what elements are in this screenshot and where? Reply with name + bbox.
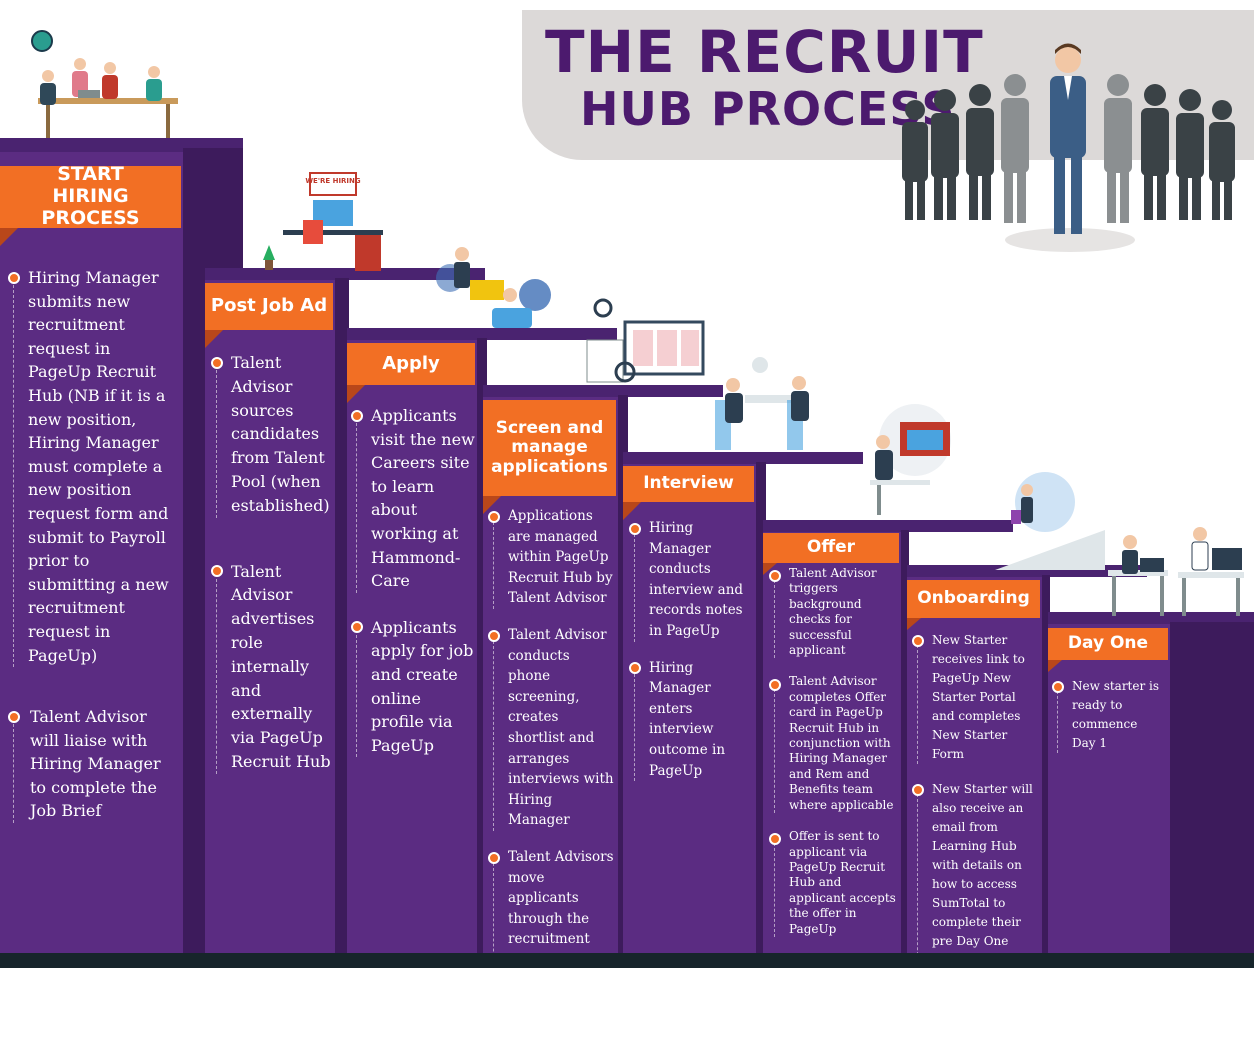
list-dayone: New starter is ready to commence Day 1 [1052, 677, 1164, 775]
list-start: Hiring Manager submits new recruitment r… [8, 266, 178, 845]
step-column-offer [763, 532, 901, 953]
banner-apply: Apply [347, 343, 475, 385]
step-column-apply [347, 340, 477, 953]
banner-tail-onboarding [907, 618, 921, 630]
list-item: Applicants apply for job and create onli… [351, 616, 475, 758]
step-top-apply [347, 328, 617, 340]
list-item: Applicants visit the new Careers site to… [351, 404, 475, 593]
banner-post: Post Job Ad [205, 283, 333, 330]
step-column-onboarding [907, 577, 1042, 953]
page-title-line-1: THE RECRUIT [545, 18, 984, 86]
list-item: Talent Advisor will liaise with Hiring M… [8, 705, 178, 824]
step-column-interview [623, 464, 756, 953]
step-column-post [205, 280, 335, 953]
step-side-dayone [1170, 622, 1254, 953]
list-post: Talent Advisor sources candidates from T… [211, 351, 333, 796]
list-offer: Talent Advisor triggers background check… [769, 566, 901, 959]
list-onboarding: New Starter receives link to PageUp New … [912, 631, 1042, 992]
banner-tail-dayone [1048, 660, 1062, 672]
banner-tail-interview [623, 502, 641, 520]
list-item: Talent Advisor triggers background check… [769, 566, 901, 659]
banner-tail-start [0, 228, 18, 246]
list-item: Talent Advisor completes Offer card in P… [769, 674, 901, 813]
day-one-office-illustration [1108, 527, 1244, 616]
list-item: Hiring Manager enters interview outcome … [629, 658, 755, 782]
list-item: Talent Advisors move applicants through … [488, 847, 616, 1033]
banner-tail-post [205, 330, 223, 348]
meeting-illustration [31, 30, 178, 139]
step-top-offer [763, 520, 1013, 532]
list-item: Offer is sent to applicant via PageUp Re… [769, 829, 901, 937]
step-column-start [0, 152, 183, 953]
hiring-desk-illustration: WE'RE HIRING [263, 172, 383, 271]
list-item: Talent Advisor advertises role internall… [211, 560, 333, 774]
list-item: New starter is ready to commence Day 1 [1052, 677, 1164, 754]
step-side-post [335, 278, 349, 953]
banner-dayone: Day One [1048, 628, 1168, 660]
were-hiring-sign: WE'RE HIRING [305, 177, 361, 185]
step-top-dayone [1048, 612, 1254, 624]
list-item: Talent Advisor sources candidates from T… [211, 351, 333, 518]
step-side-onboarding [1042, 575, 1050, 953]
banner-screen: Screen and manage applications [483, 400, 616, 496]
step-side-offer [901, 530, 909, 953]
step-column-dayone [1048, 624, 1170, 953]
list-item: New Starter will also receive an email f… [912, 780, 1042, 971]
banner-offer: Offer [763, 533, 899, 563]
step-top-post [205, 268, 485, 280]
banner-tail-screen [483, 496, 501, 514]
step-top-interview [623, 452, 863, 464]
onboarding-illustration [995, 472, 1105, 570]
apply-illustration [436, 247, 551, 328]
page-title-line-2: HUB PROCESS [580, 82, 956, 136]
offer-illustration [870, 404, 951, 515]
banner-interview: Interview [623, 466, 754, 502]
list-screen: Applications are managed within PageUp R… [488, 506, 616, 1054]
list-item: New Starter receives link to PageUp New … [912, 631, 1042, 765]
bottom-bar [0, 953, 1254, 968]
list-item: Applications are managed within PageUp R… [488, 506, 616, 609]
banner-start: START HIRING PROCESS [0, 163, 181, 229]
interview-illustration [715, 357, 809, 450]
step-side-apply [477, 338, 487, 953]
banner-onboarding: Onboarding [907, 580, 1040, 618]
step-top-start [0, 138, 243, 152]
list-apply: Applicants visit the new Careers site to… [351, 404, 475, 779]
list-item: Talent Advisor conducts phone screening,… [488, 625, 616, 831]
list-item: Hiring Manager submits new recruitment r… [8, 266, 178, 668]
step-side-interview [756, 462, 766, 953]
list-interview: Hiring Manager conducts interview and re… [629, 518, 755, 803]
crowd-illustration [902, 43, 1235, 252]
screening-illustration [586, 298, 705, 383]
step-top-screen [483, 385, 723, 397]
list-item: Hiring Manager conducts interview and re… [629, 518, 755, 642]
banner-tail-apply [347, 385, 365, 403]
